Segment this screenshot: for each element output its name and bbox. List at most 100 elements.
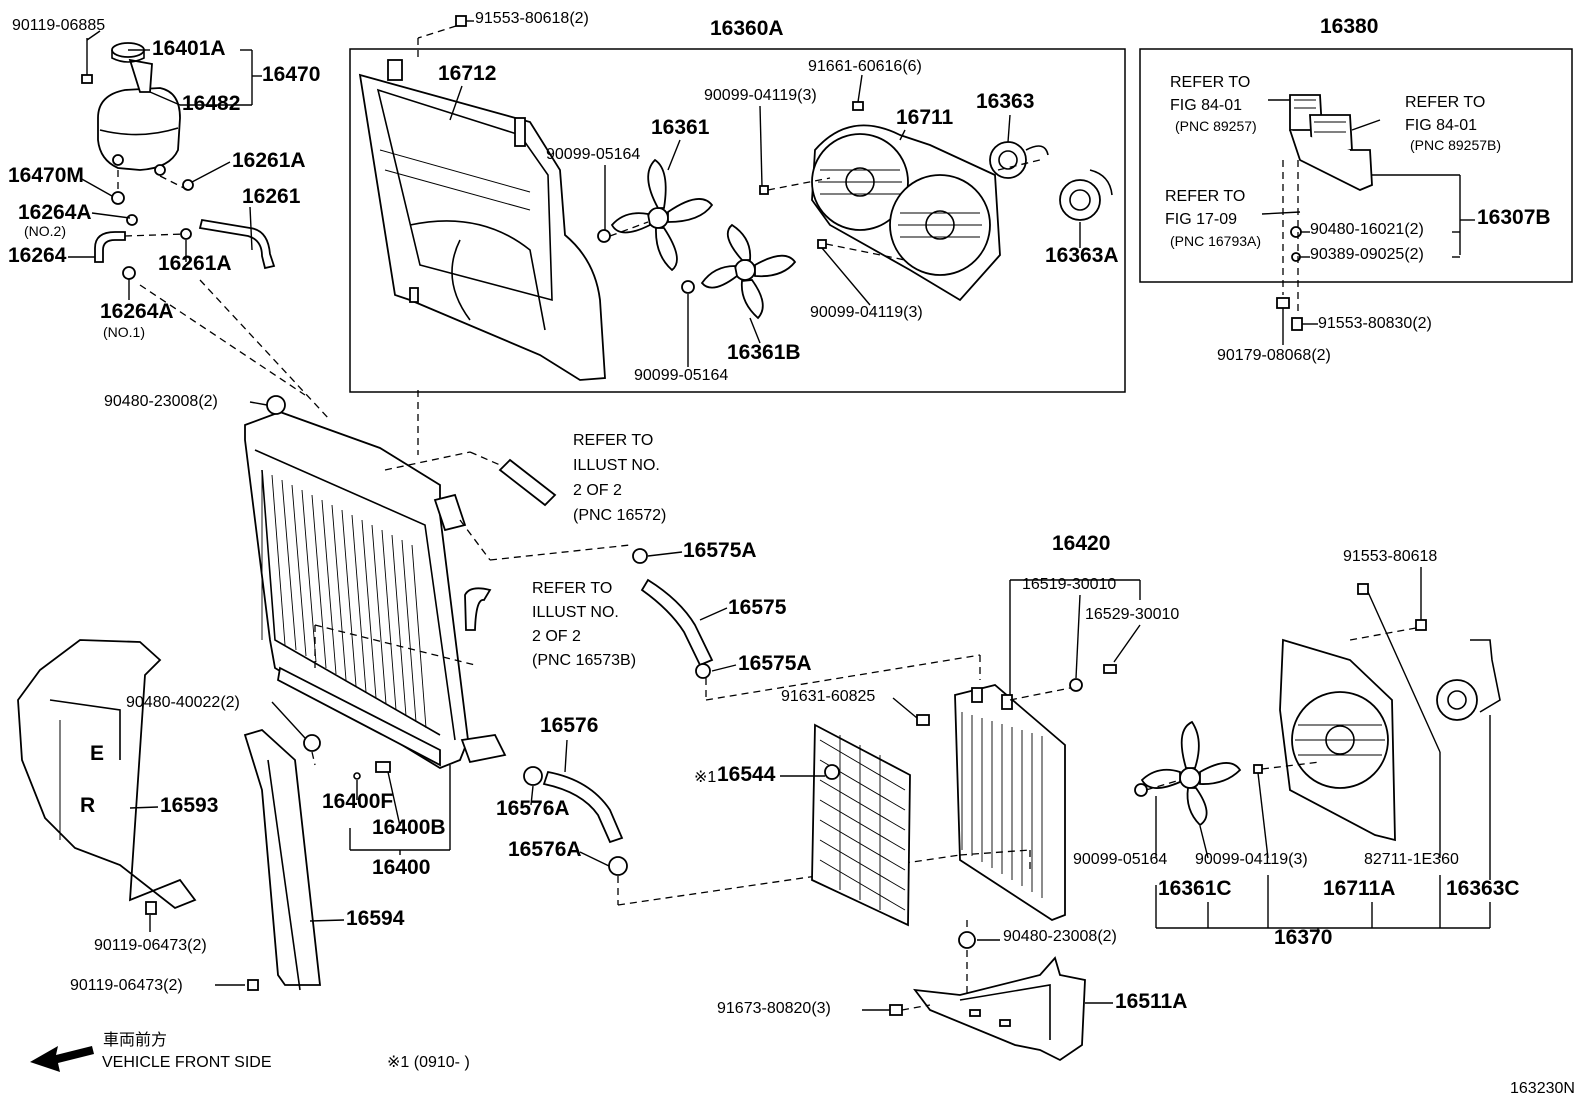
screw-90119-06473-a bbox=[145, 901, 157, 915]
part-label-16594: 16594 bbox=[346, 907, 405, 930]
bolt-91661-60616 bbox=[852, 101, 864, 111]
part-label-91553-808302: 91553-80830(2) bbox=[1318, 315, 1432, 332]
refer-note-16573B-line2: ILLUST NO. bbox=[532, 604, 619, 621]
part-label-16361B: 16361B bbox=[727, 341, 801, 364]
refer-note-16793A-line3: (PNC 16793A) bbox=[1170, 233, 1261, 249]
hose-16264 bbox=[94, 231, 126, 263]
part-label-16576A: 16576A bbox=[508, 838, 582, 861]
part-label-16261: 16261 bbox=[242, 185, 301, 208]
clamp-16575A-lower bbox=[695, 663, 711, 679]
part-label-91553-806182: 91553-80618(2) bbox=[475, 10, 589, 27]
part-label-16363: 16363 bbox=[976, 90, 1034, 113]
part-label-90099-041193: 90099-04119(3) bbox=[810, 304, 923, 321]
bolt-91553-80830 bbox=[1291, 317, 1303, 331]
part-label-16363C: 16363C bbox=[1446, 877, 1520, 900]
part-label-90480-230082: 90480-23008(2) bbox=[104, 393, 218, 410]
cap-16470M bbox=[111, 191, 125, 205]
part-label-91631-60825: 91631-60825 bbox=[781, 688, 875, 705]
part-label-16361: 16361 bbox=[651, 116, 710, 139]
refer-note-89257: REFER TO FIG 84-01 (PNC 89257) bbox=[1170, 74, 1257, 134]
part-label-90119-064732: 90119-06473(2) bbox=[94, 937, 207, 954]
part-label-90480-230082: 90480-23008(2) bbox=[1003, 928, 1117, 945]
cock-16400B bbox=[375, 761, 391, 773]
clip-82711-1E360 bbox=[1357, 583, 1369, 595]
refer-note-16572-line3: 2 OF 2 bbox=[573, 482, 622, 499]
part-label-90099-05164: 90099-05164 bbox=[634, 367, 728, 384]
clamp-subnotes: (NO.2)(NO.1) bbox=[24, 223, 145, 340]
part-label-90389-090252: 90389-09025(2) bbox=[1310, 246, 1424, 263]
part-label-16400B: 16400B bbox=[372, 816, 446, 839]
nut-90099-05164-c bbox=[1134, 783, 1148, 797]
refer-note-89257B-line3: (PNC 89257B) bbox=[1410, 137, 1501, 153]
part-label-16575: 16575 bbox=[728, 596, 787, 619]
vehicle-front-arrow-icon bbox=[30, 1046, 94, 1072]
refer-note-16573B-line1: REFER TO bbox=[532, 580, 612, 597]
refer-note-16793A-line1: REFER TO bbox=[1165, 188, 1245, 205]
refer-note-16572-line4: (PNC 16572) bbox=[573, 507, 666, 524]
bolt-90099-04119-c bbox=[1253, 764, 1263, 774]
bracket-16511A bbox=[913, 956, 1086, 1062]
clamp-16576A-lower bbox=[608, 856, 628, 876]
fan-16361 bbox=[610, 158, 714, 272]
valve-16529-30010 bbox=[1103, 664, 1117, 674]
refer-note-89257B-line2: FIG 84-01 bbox=[1405, 117, 1477, 134]
part-label-16575A: 16575A bbox=[683, 539, 757, 562]
reservoir-tank bbox=[97, 42, 181, 176]
part-label-90480-160212: 90480-16021(2) bbox=[1310, 221, 1424, 238]
clamp-subnote: (NO.2) bbox=[24, 223, 66, 239]
hose-16261 bbox=[198, 218, 276, 270]
part-label-16529-30010: 16529-30010 bbox=[1085, 606, 1179, 623]
part-label-90480-400222: 90480-40022(2) bbox=[126, 694, 240, 711]
cushion-90480-23008-lower bbox=[958, 931, 976, 949]
part-label-16361C: 16361C bbox=[1158, 877, 1232, 900]
clamp-16264A-no2 bbox=[126, 214, 138, 226]
part-label-90099-041193: 90099-04119(3) bbox=[1195, 851, 1308, 868]
part-label-16576A: 16576A bbox=[496, 797, 570, 820]
fan-16361C bbox=[1140, 720, 1242, 827]
hose-ref-16572 bbox=[498, 458, 557, 507]
fan-16361B bbox=[700, 223, 797, 320]
part-label-16264A: 16264A bbox=[18, 201, 92, 224]
direction-en: VEHICLE FRONT SIDE bbox=[102, 1054, 272, 1071]
part-label-16511A: 16511A bbox=[1115, 990, 1187, 1013]
part-label-16593: 16593 bbox=[160, 794, 218, 817]
part-label-16575A: 16575A bbox=[738, 652, 812, 675]
part-label-90099-041193: 90099-04119(3) bbox=[704, 87, 817, 104]
refer-note-16572: REFER TO ILLUST NO. 2 OF 2 (PNC 16572) bbox=[573, 432, 666, 524]
part-label-90179-080682: 90179-08068(2) bbox=[1217, 347, 1331, 364]
part-label-16711A: 16711A bbox=[1323, 877, 1395, 900]
refer-note-89257-line2: FIG 84-01 bbox=[1170, 97, 1242, 114]
refer-note-16573B-line4: (PNC 16573B) bbox=[532, 652, 636, 669]
air-guide-16594 bbox=[243, 728, 322, 991]
box-16360A bbox=[349, 48, 1126, 393]
refer-note-16793A-line2: FIG 17-09 bbox=[1165, 211, 1237, 228]
part-label-16544: 16544 bbox=[717, 763, 776, 786]
fan-shroud-16711 bbox=[811, 124, 1001, 302]
hose-ref-16573B bbox=[464, 587, 492, 631]
mark-e: E bbox=[90, 742, 104, 765]
clip-16261A bbox=[180, 228, 192, 240]
part-label-82711-1E360: 82711-1E360 bbox=[1364, 851, 1459, 868]
radiator-16400 bbox=[244, 411, 507, 770]
part-label-16576: 16576 bbox=[540, 714, 598, 737]
clamp-16576A-upper bbox=[523, 766, 543, 786]
fan-shroud-16711A bbox=[1279, 638, 1396, 842]
cushion-90480-40022 bbox=[303, 734, 321, 752]
refer-note-89257B-line1: REFER TO bbox=[1405, 94, 1485, 111]
bolt-91553-80618 bbox=[455, 15, 467, 27]
part-label-16401A: 16401A bbox=[152, 37, 226, 60]
hose-16576 bbox=[542, 770, 624, 844]
refer-note-16572-line2: ILLUST NO. bbox=[573, 457, 660, 474]
figure-id: 163230N bbox=[1510, 1080, 1575, 1097]
group-label-16370: 16370 bbox=[1274, 926, 1332, 949]
shroud-16712 bbox=[358, 59, 606, 381]
screw-90119-06473-b bbox=[247, 979, 259, 991]
part-label-16307B: 16307B bbox=[1477, 206, 1551, 229]
nut-90099-05164-b bbox=[681, 280, 695, 294]
bolt-91553-80618-c bbox=[1415, 619, 1427, 631]
part-label-91661-606166: 91661-60616(6) bbox=[808, 58, 922, 75]
part-label-91553-80618: 91553-80618 bbox=[1343, 548, 1437, 565]
part-label-16712: 16712 bbox=[438, 62, 496, 85]
group-label-16380: 16380 bbox=[1320, 15, 1378, 38]
cushion-90480-23008-top bbox=[266, 395, 286, 415]
